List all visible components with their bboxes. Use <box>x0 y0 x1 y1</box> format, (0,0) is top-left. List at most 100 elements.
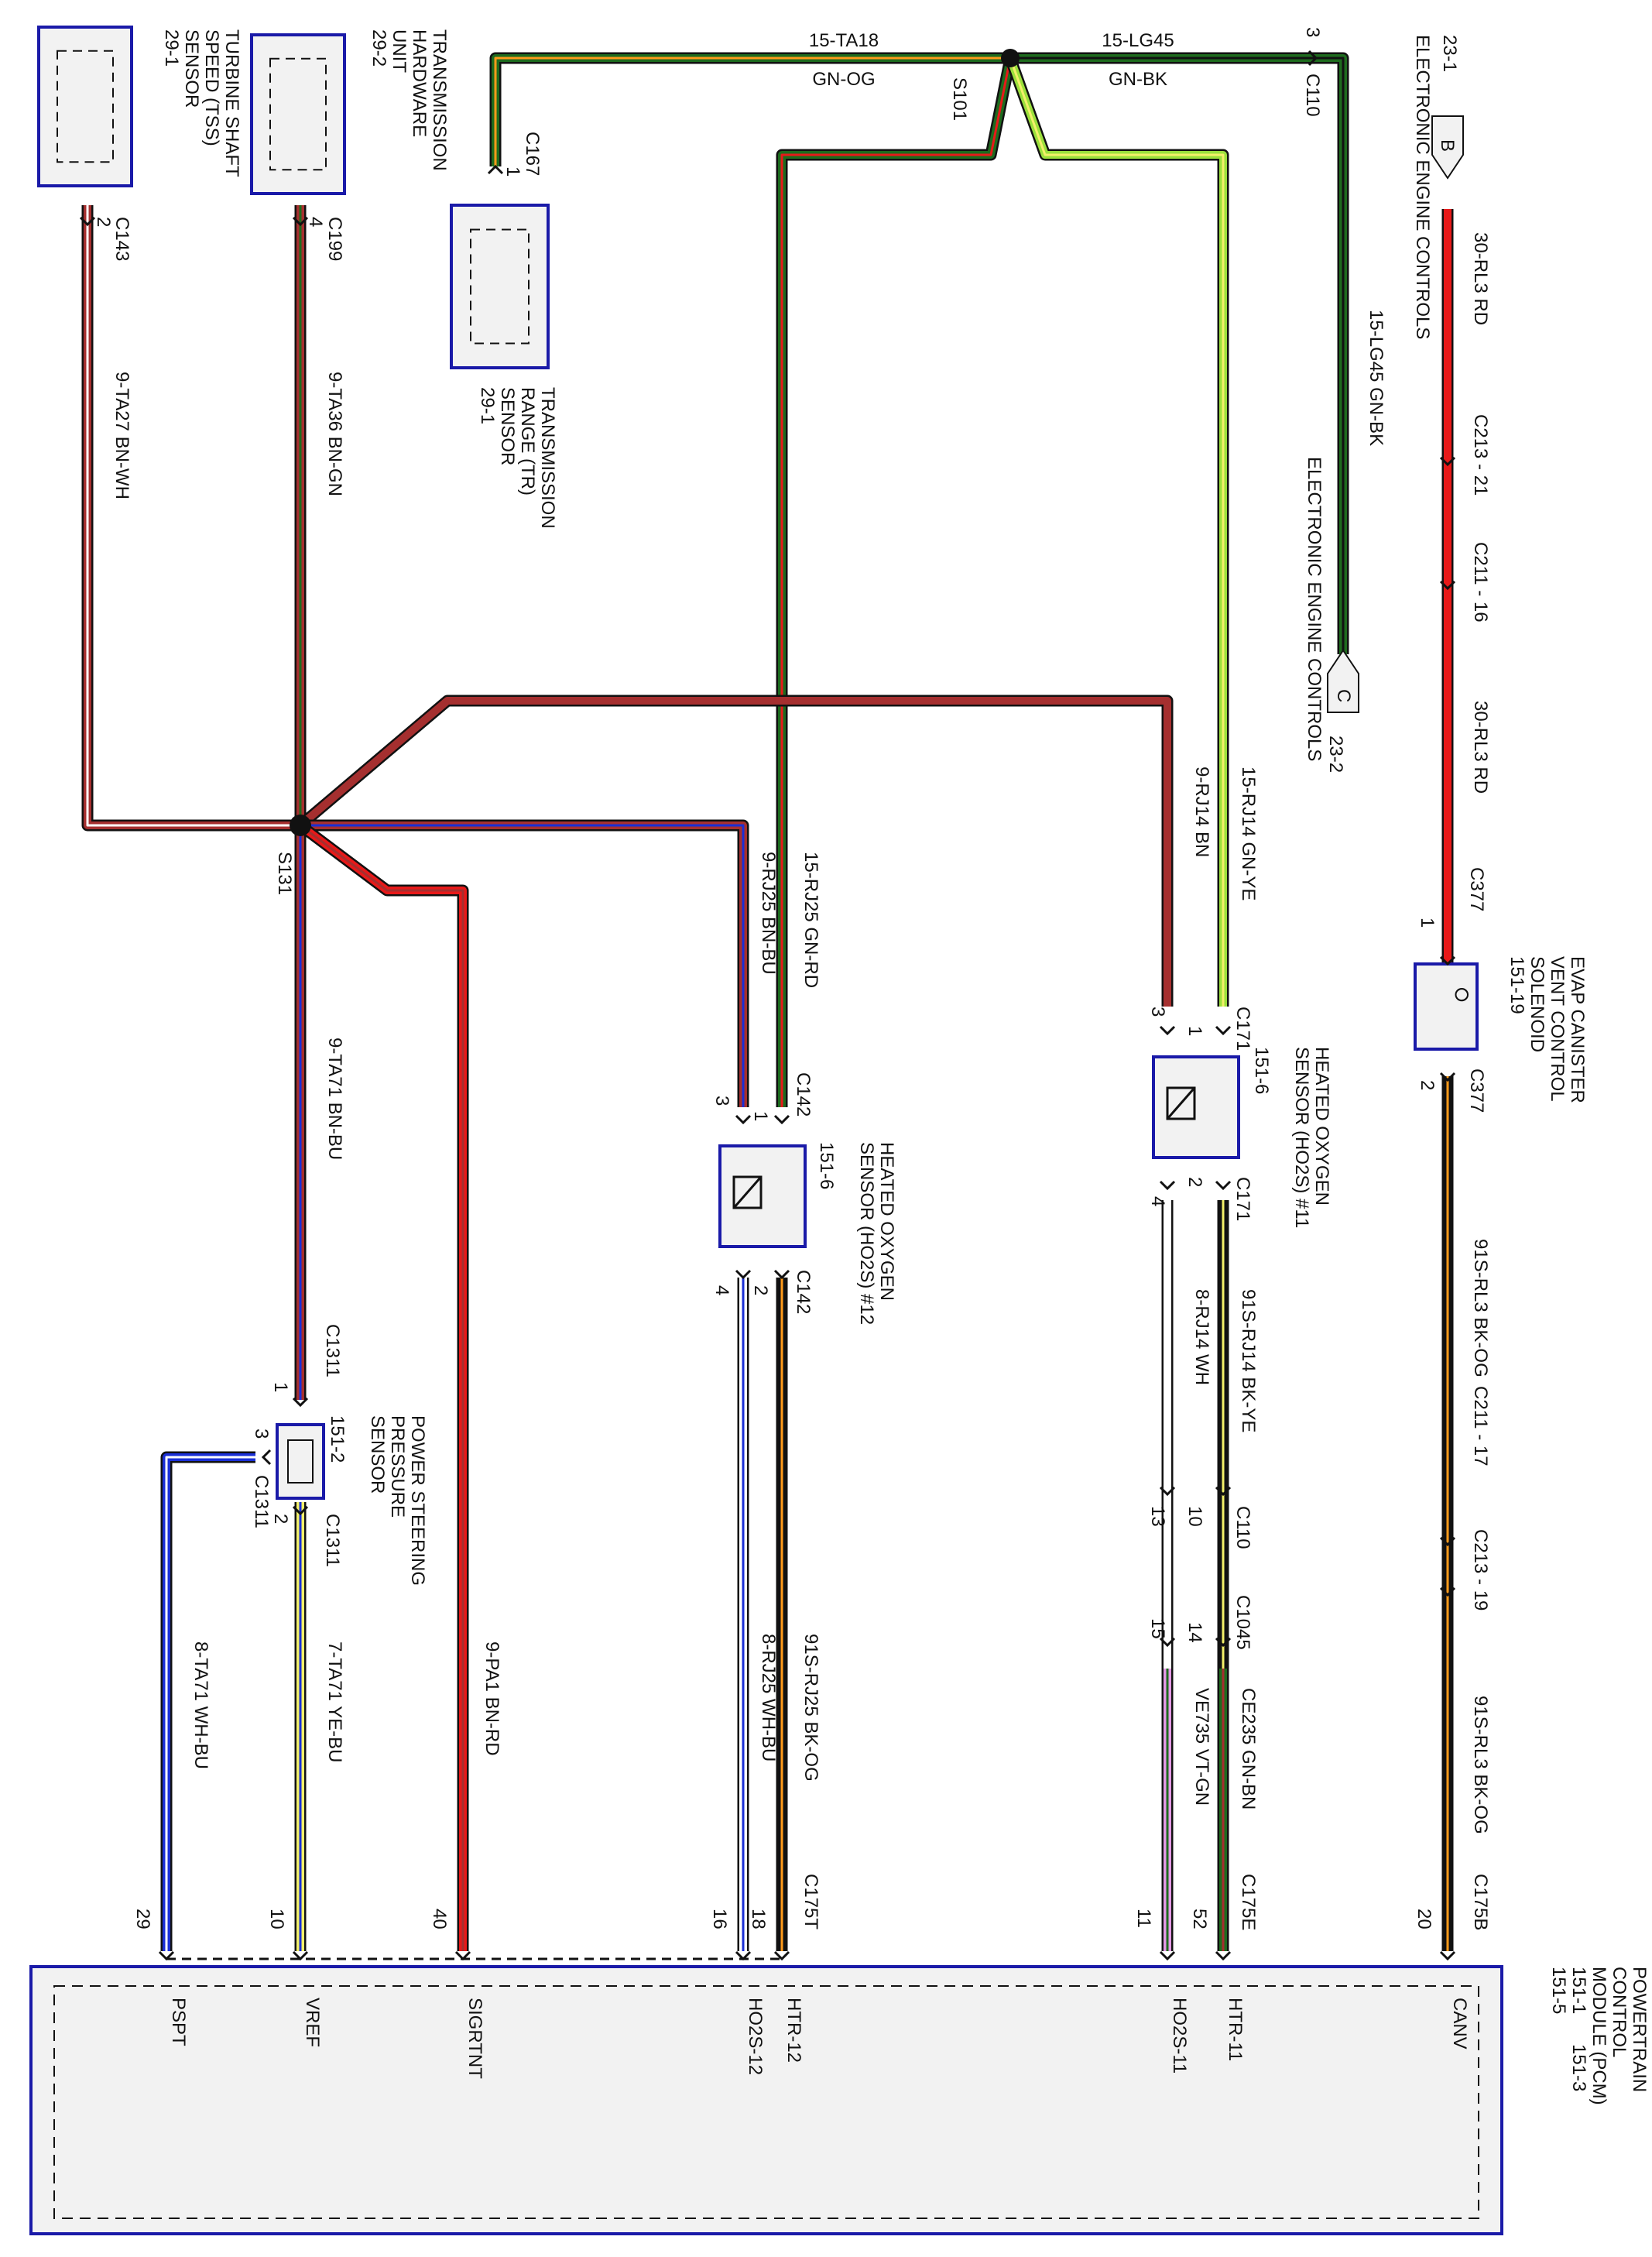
tr-pin: 1 <box>502 166 523 177</box>
ref-c-letter: C <box>1333 689 1354 702</box>
wire-ta18-circuit: 15-TA18 <box>809 30 879 51</box>
ps-pbot: 2 <box>270 1514 291 1524</box>
pcm-pin-label-4: HTR-12 <box>783 1998 804 2063</box>
c1045-inline-pin-0: 15 <box>1147 1618 1168 1639</box>
wire-rj25b-label: 9-RJ25 BN-BU <box>758 852 779 975</box>
pcm-pin-chevron-2 <box>1215 1950 1232 1961</box>
splice-s131-label: S131 <box>274 852 295 895</box>
tss-conn: C143 <box>111 217 132 261</box>
wire-rj14c-label: 91S-RJ14 BK-YE <box>1238 1289 1259 1432</box>
wire-ce235-label: CE235 GN-BN <box>1238 1688 1259 1809</box>
ho2s12-pbot-1: 2 <box>750 1285 771 1295</box>
wire-9-rj14 <box>296 695 1174 1007</box>
wire-c211a-label: C211 - 16 <box>1470 542 1491 623</box>
wire-c213b-label: C213 - 19 <box>1470 1529 1491 1610</box>
ho2s12-ptop-0: 3 <box>711 1096 732 1106</box>
pcm-conn-c175e: C175E <box>1238 1874 1259 1930</box>
pcm-id-2: 151-3 <box>1568 2044 1589 2091</box>
wire-rl3a-label: 30-RL3 RD <box>1470 232 1491 325</box>
c1045-inline-conn: C1045 <box>1232 1595 1253 1650</box>
wire-rj25a-label: 15-RJ25 GN-RD <box>800 852 821 988</box>
thu-name-line-3: UNIT <box>389 29 410 73</box>
evap-bot-chevron <box>1439 1072 1456 1082</box>
wire-9-rj25 <box>300 819 749 1107</box>
c1045-inline-pin-1: 14 <box>1184 1622 1205 1643</box>
ho2s12-chev-c <box>735 1269 752 1280</box>
wire-c213a-label: C213 - 21 <box>1470 414 1491 496</box>
thu-name-line-1: TRANSMISSION <box>429 29 450 171</box>
pcm-name-line-2: CONTROL <box>1609 1967 1630 2057</box>
rl3-inline-chev-3 <box>1439 1536 1456 1547</box>
ps-chev-top <box>292 1397 309 1408</box>
wire-ta71b-label: 7-TA71 YE-BU <box>324 1641 345 1763</box>
ho2s12-name-line-1: HEATED OXYGEN <box>876 1142 897 1301</box>
wire-ve735-label: VE735 VT-GN <box>1191 1688 1212 1806</box>
wire-c211b-label: C211 - 17 <box>1470 1386 1491 1466</box>
wire-9-pa1 <box>296 821 469 1951</box>
pcm-pin-chevron-1 <box>1439 1950 1456 1961</box>
pcm-pin-num-8: 29 <box>132 1909 153 1929</box>
pcm-pin-label-5: HO2S-12 <box>745 1998 766 2075</box>
thu-box <box>250 33 346 195</box>
wire-rl3c-label: 91S-RL3 BK-OG <box>1470 1239 1491 1377</box>
tss-conn-chevron <box>79 216 96 227</box>
ref-b-name: ELECTRONIC ENGINE CONTROLS <box>1412 35 1433 339</box>
rl3-inline-chev-1 <box>1439 456 1456 467</box>
tr-sensor-box <box>450 204 550 369</box>
splice-s101-dot <box>1001 49 1020 67</box>
pcm-name-line-3: MODULE (PCM) <box>1589 1967 1609 2105</box>
pcm-pin-chevron-8 <box>158 1950 175 1961</box>
ref-b-letter: B <box>1437 139 1458 152</box>
ps-element-icon <box>287 1439 314 1484</box>
wire-ta36-label: 9-TA36 BN-GN <box>324 372 345 496</box>
wire-ta71a-label: 9-TA71 BN-BU <box>324 1038 345 1160</box>
pcm-pin-num-2: 52 <box>1189 1909 1210 1929</box>
wire-ta71c-label: 8-TA71 WH-BU <box>190 1641 211 1769</box>
ref-c-flag <box>1327 649 1359 713</box>
pcm-pin-label-2: HTR-11 <box>1225 1998 1246 2061</box>
ps-ctop: C1311 <box>322 1324 343 1377</box>
ps-name-line-3: SENSOR <box>367 1415 388 1494</box>
tss-sensor-box <box>37 26 133 187</box>
ps-ptop: 1 <box>270 1382 291 1392</box>
wire-9-ta27 <box>81 205 300 832</box>
evap-name-line-2: VENT CONTROL <box>1547 956 1568 1102</box>
ho2s11-id: 151-6 <box>1251 1047 1272 1094</box>
evap-solenoid-box <box>1414 962 1479 1051</box>
ref-c-name: ELECTRONIC ENGINE CONTROLS <box>1304 457 1325 761</box>
evap-pin-bot: 2 <box>1417 1080 1438 1090</box>
wire-15-rj14 <box>1004 56 1229 1007</box>
evap-id: 151-19 <box>1506 956 1527 1014</box>
wire-rj14d-label: 8-RJ14 WH <box>1191 1289 1212 1385</box>
wire-15-rj25 <box>776 57 1016 1107</box>
pcm-pin-chevron-6 <box>454 1950 471 1961</box>
wire-rj25d-label: 8-RJ25 WH-BU <box>758 1634 779 1761</box>
ho2s11-chev-d <box>1215 1180 1232 1191</box>
ho2s12-id: 151-6 <box>816 1142 837 1189</box>
pcm-pin-label-1: CANV <box>1449 1998 1470 2049</box>
ps-name-line-2: PRESSURE <box>387 1415 408 1518</box>
c110-top-chevron <box>1308 50 1318 67</box>
ps-pside: 3 <box>251 1429 272 1439</box>
ps-id: 151-2 <box>327 1415 348 1463</box>
evap-name-line-3: SOLENOID <box>1527 956 1547 1052</box>
pcm-pin-num-5: 16 <box>709 1909 730 1929</box>
pcm-conn-c175b: C175B <box>1470 1874 1491 1930</box>
pcm-pin-num-7: 10 <box>266 1909 287 1929</box>
ref-b-id: 23-1 <box>1439 35 1460 72</box>
wire-15-lg45 <box>1010 52 1349 654</box>
ps-chev-side <box>261 1449 272 1466</box>
rl3-inline-chev-2 <box>1439 580 1456 591</box>
pcm-pin-label-7: VREF <box>302 1998 323 2047</box>
ho2s11-pbot-0: 4 <box>1147 1196 1168 1206</box>
c1045-chev-a <box>1159 1637 1176 1648</box>
thu-conn: C199 <box>324 217 345 261</box>
ho2s12-element-icon <box>732 1175 763 1209</box>
ho2s11-chev-c <box>1159 1180 1176 1191</box>
pcm-pin-num-3: 11 <box>1133 1909 1154 1928</box>
c110-top-pin: 3 <box>1302 27 1323 37</box>
pcm-module <box>29 1965 1503 2235</box>
tr-name-line-2: RANGE (TR) <box>517 387 538 496</box>
pcm-id-3: 151-5 <box>1548 1967 1569 2014</box>
